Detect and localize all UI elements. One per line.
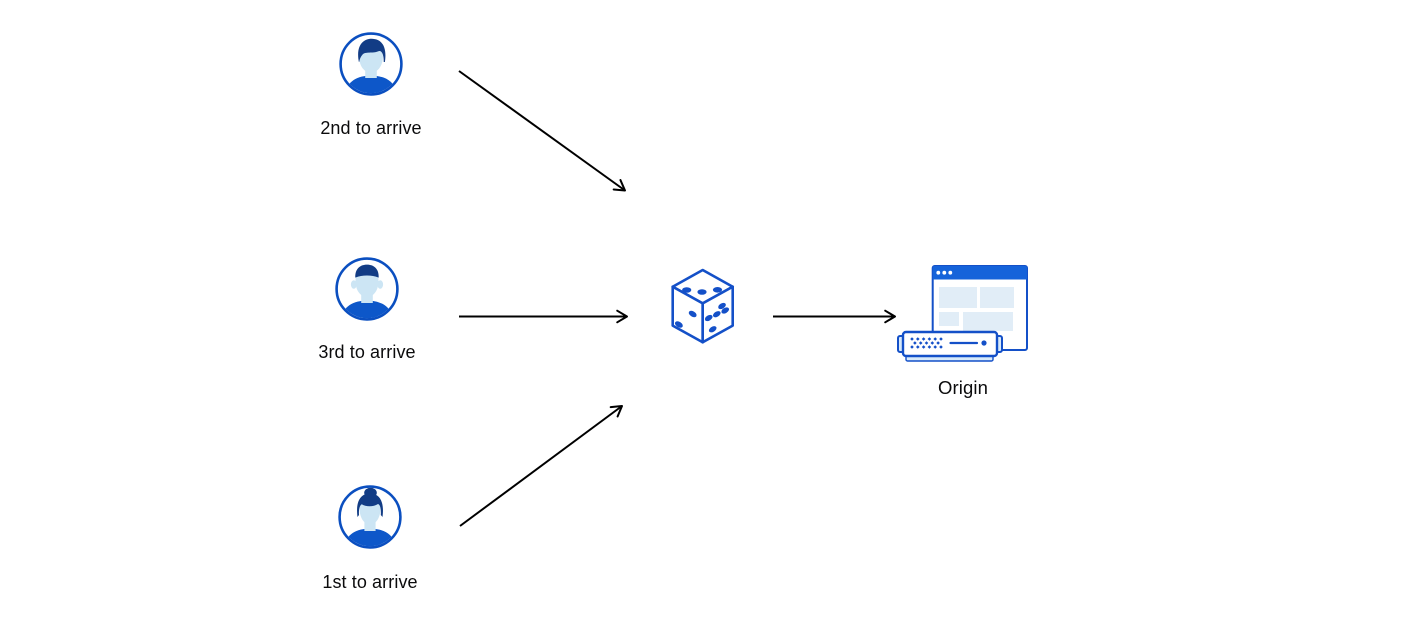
client-label-first: 1st to arrive — [322, 572, 418, 592]
origin-node: Origin — [896, 262, 1030, 398]
person-avatar-icon — [337, 484, 403, 550]
client-label-second: 2nd to arrive — [320, 118, 422, 138]
origin-label: Origin — [938, 377, 988, 398]
client-node-second: 2nd to arrive — [291, 31, 451, 138]
person-avatar-icon — [338, 31, 404, 97]
client-node-first: 1st to arrive — [290, 484, 450, 592]
client-node-third: 3rd to arrive — [287, 256, 447, 362]
dice-icon — [666, 264, 740, 348]
arrow-first-to-dice — [459, 405, 623, 527]
origin-server-icon — [896, 262, 1030, 364]
person-avatar-icon — [334, 256, 400, 322]
client-label-third: 3rd to arrive — [318, 342, 416, 362]
random-selector-node — [666, 264, 740, 348]
arrow-second-to-dice — [458, 70, 626, 192]
